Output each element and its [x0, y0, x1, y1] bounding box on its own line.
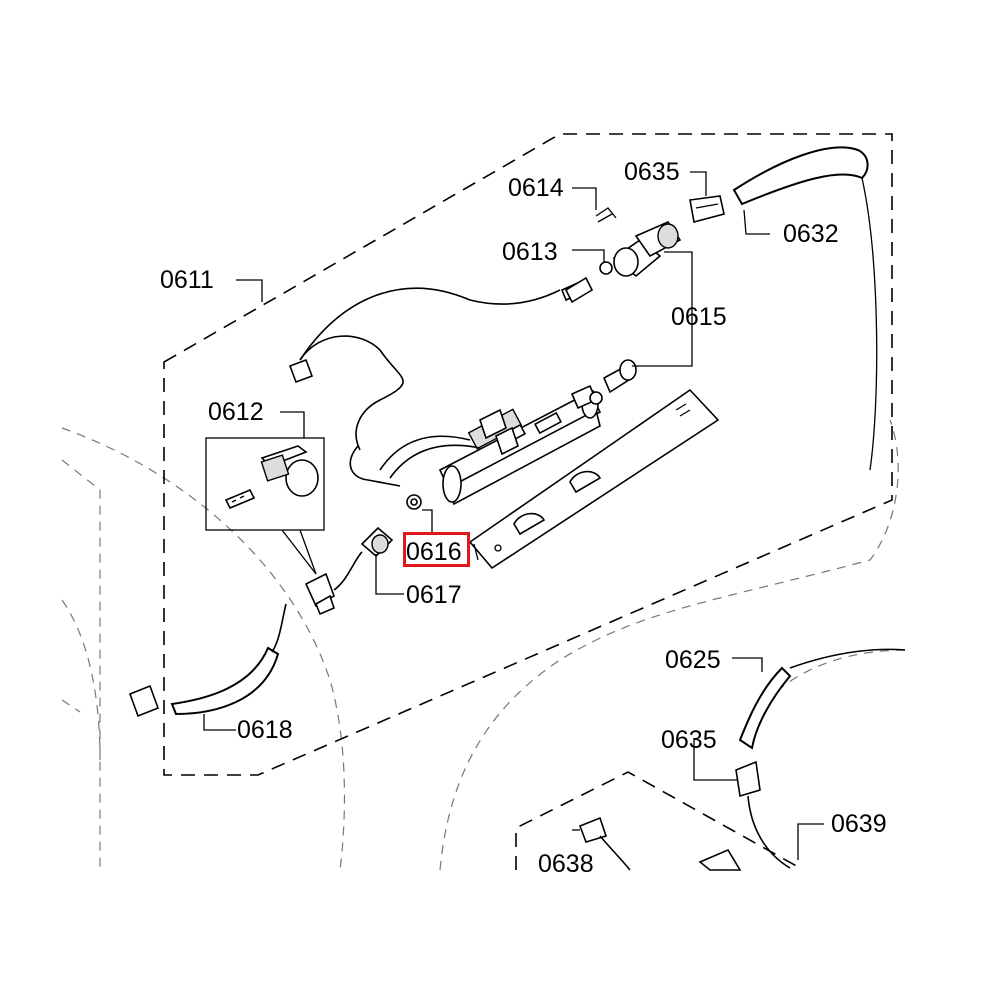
- label-0632: 0632: [783, 220, 839, 248]
- label-0638-clip: 0638: [538, 852, 608, 877]
- label-0617: 0617: [406, 581, 462, 609]
- assembly-boundary-0611: [163, 133, 893, 776]
- label-0612: 0612: [208, 398, 264, 426]
- label-0613: 0613: [502, 238, 558, 266]
- label-0618: 0618: [237, 716, 293, 744]
- label-0616: 0616: [406, 538, 462, 566]
- connector-parts: [360, 494, 422, 558]
- clamp-part-0612: [224, 445, 319, 510]
- sensor-parts: [564, 195, 725, 394]
- label-0639: 0639: [831, 810, 887, 838]
- label-0611: 0611: [160, 266, 214, 294]
- assembly-boundary-0639: [515, 771, 801, 870]
- label-0635-top: 0635: [624, 158, 680, 186]
- heater-wiring: [288, 280, 586, 487]
- label-0615: 0615: [671, 303, 727, 331]
- hoses: [128, 146, 906, 871]
- highlight-box-0616: [403, 532, 470, 567]
- label-0635-bottom: 0635: [661, 726, 717, 754]
- leader-lines: [203, 171, 824, 860]
- label-0625: 0625: [665, 646, 721, 674]
- label-0614: 0614: [508, 174, 564, 202]
- label-0638: 0638: [538, 850, 594, 878]
- detail-box-0612: [205, 437, 325, 531]
- mounting-plate: [468, 388, 720, 570]
